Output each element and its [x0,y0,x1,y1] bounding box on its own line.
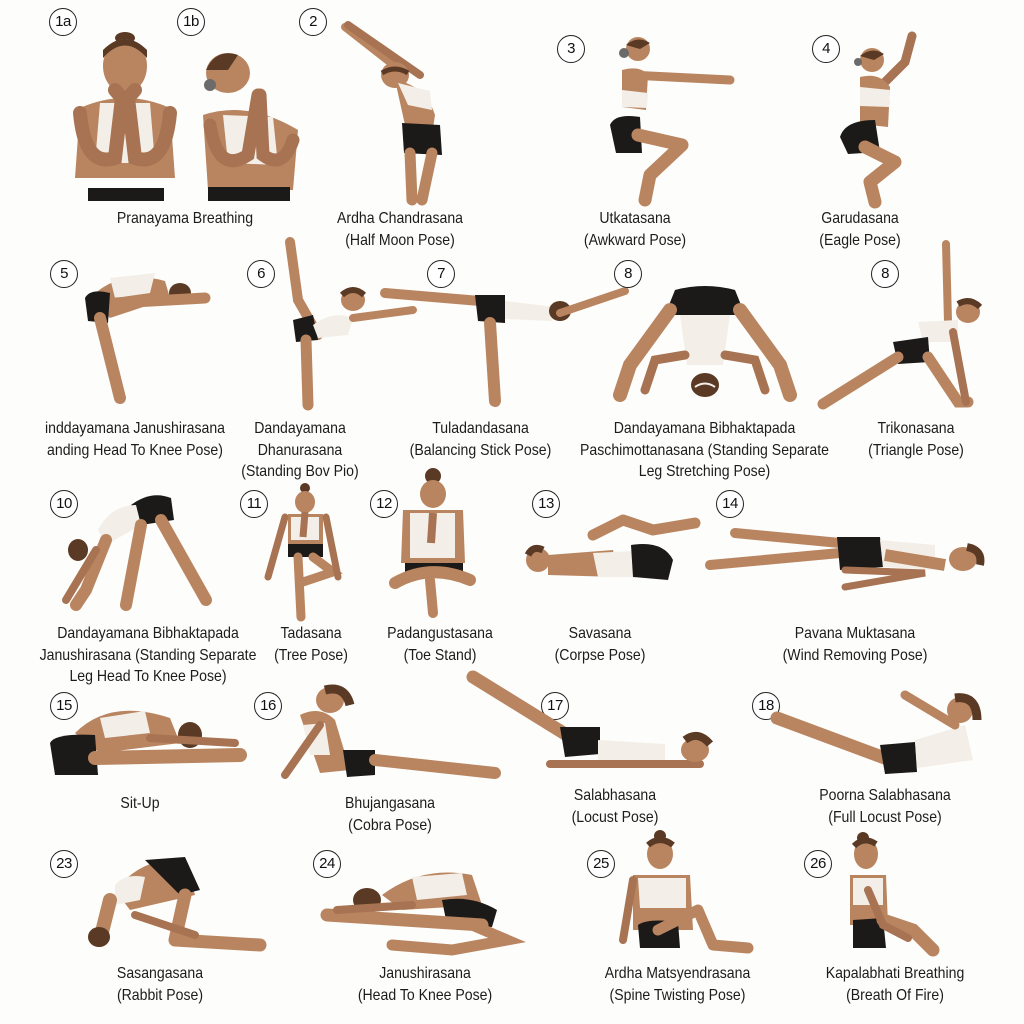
pose-label: Tadasana (Tree Pose) [274,625,348,664]
pose-label: Utkatasana (Awkward Pose) [583,210,687,249]
pose-label: Janushirasana (Head To Knee Pose) [357,965,493,1004]
pose-number-badge: 17 [541,692,569,720]
toe-stand-figure-icon [389,468,476,618]
pose-number-badge: 11 [240,490,268,518]
separate-leg-stretching-figure-icon [613,286,797,402]
locust-pose-figure-icon [466,670,714,768]
cobra-pose-figure-icon [281,684,501,779]
pose-number-badge: 16 [254,692,282,720]
awkward-pose-figure-icon [610,37,735,207]
pose-label: Pranayama Breathing [116,210,254,227]
pose-label: Salabhasana (Locust Pose) [571,787,659,826]
balancing-stick-figure-icon [380,287,629,407]
triangle-pose-figure-icon [817,240,983,410]
pose-label: Bhujangasana (Cobra Pose) [344,795,436,834]
pose-number-badge: 26 [804,850,832,878]
pose-label: Trikonasana (Triangle Pose) [868,420,964,459]
pose-label: Garudasana (Eagle Pose) [819,210,901,249]
spine-twisting-figure-icon [619,830,754,954]
corpse-pose-figure-icon [524,514,701,580]
pose-number-badge: 8 [614,260,642,288]
pose-label: Ardha Chandrasana (Half Moon Pose) [336,210,464,249]
sit-up-figure-icon [50,710,247,775]
pose-number-badge: 5 [50,260,78,288]
pose-label: Tuladandasana (Balancing Stick Pose) [409,420,552,459]
pose-number-badge: 14 [716,490,744,518]
head-to-knee-figure-icon [320,872,526,956]
pose-number-badge: 10 [50,490,78,518]
pose-label: Savasana (Corpse Pose) [554,625,646,664]
pose-label: inddayamana Janushirasana anding Head To… [44,420,226,459]
pose-number-badge: 2 [299,8,327,36]
pose-label: Dandayamana Bibhaktapada Janushirasana (… [39,625,257,685]
pose-label: Sasangasana (Rabbit Pose) [116,965,204,1004]
pose-number-badge: 1a [49,8,77,36]
wind-removing-figure-icon [705,528,985,591]
pose-number-badge: 3 [557,35,585,63]
pose-label: Pavana Muktasana (Wind Removing Pose) [782,625,928,664]
pranayama-front-figure-icon [73,32,177,201]
pose-label: Ardha Matsyendrasana (Spine Twisting Pos… [604,965,751,1004]
pose-number-badge: 7 [427,260,455,288]
full-locust-figure-icon [770,690,982,774]
pose-label: Dandayamana Bibhaktapada Paschimottanasa… [580,420,829,480]
pose-label: Dandayamana Dhanurasana (Standing Bov Pi… [241,420,359,480]
pose-number-badge: 25 [587,850,615,878]
tree-pose-figure-icon [264,483,343,622]
pose-label: Kapalabhati Breathing (Breath Of Fire) [825,965,965,1004]
pose-number-badge: 24 [313,850,341,878]
standing-bow-figure-icon [285,237,417,411]
half-moon-figure-icon [341,21,442,206]
pranayama-head-back-figure-icon [203,53,300,201]
pose-label: Sit-Up [120,795,160,812]
separate-leg-head-to-knee-figure-icon [62,495,212,611]
eagle-pose-figure-icon [840,31,917,209]
pose-label: Poorna Salabhasana (Full Locust Pose) [819,787,951,826]
pose-number-badge: 8 [871,260,899,288]
pose-number-badge: 15 [50,692,78,720]
standing-head-to-knee-figure-icon [85,273,211,404]
pose-number-badge: 6 [247,260,275,288]
pose-label: Padangustasana (Toe Stand) [387,625,493,664]
pose-number-badge: 1b [177,8,205,36]
rabbit-pose-figure-icon [88,857,267,952]
pose-number-badge: 13 [532,490,560,518]
breath-of-fire-figure-icon [850,832,940,957]
pose-number-badge: 4 [812,35,840,63]
pose-number-badge: 12 [370,490,398,518]
pose-number-badge: 23 [50,850,78,878]
